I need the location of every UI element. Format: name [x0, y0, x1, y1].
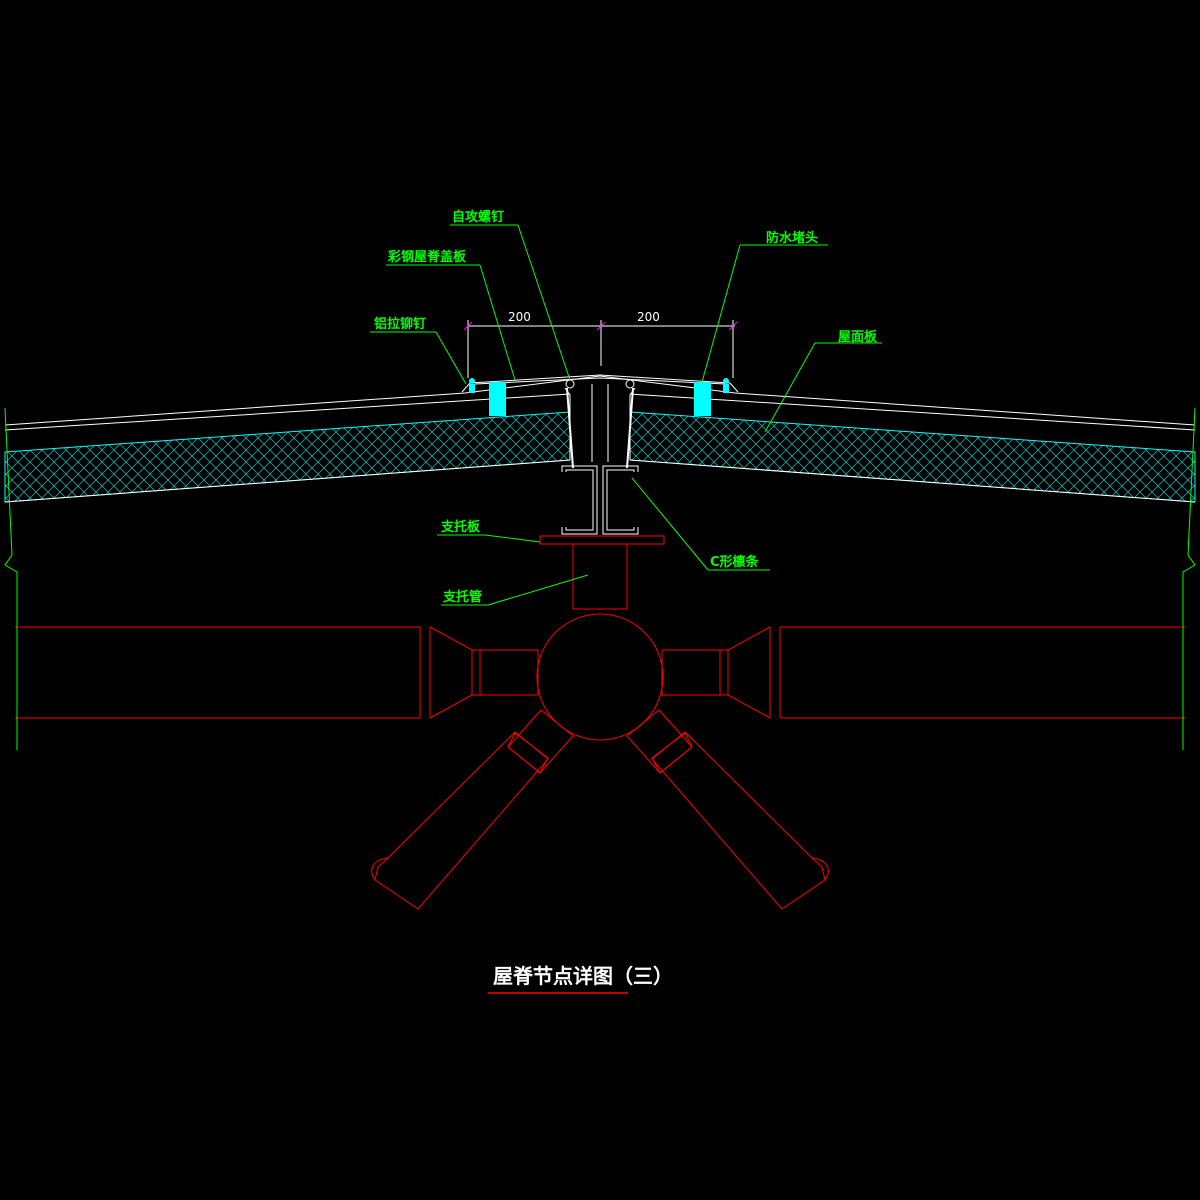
support-tube — [572, 544, 628, 610]
c-purlin-right — [602, 465, 639, 535]
leader-support-plate — [437, 534, 541, 543]
roof-top-sheet-right — [599, 375, 1196, 426]
label-support-plate: 支托板 — [440, 519, 481, 535]
roof-top-sheet-left — [4, 375, 601, 426]
dimension-right: 200 — [637, 310, 660, 324]
dimension-line — [463, 320, 738, 378]
rivet-right — [723, 378, 729, 393]
label-ridge-cover-plate: 彩钢屋脊盖板 — [387, 249, 467, 265]
leader-ridge-cover-plate — [386, 264, 516, 381]
ridge-cover-plate-inner — [474, 377, 726, 385]
drawing-title: 屋脊节点详图（三） — [493, 964, 673, 988]
roof-panel-assembly — [4, 374, 1196, 503]
label-roof-panel: 屋面板 — [838, 329, 878, 345]
label-waterproof-plug: 防水堵头 — [766, 230, 818, 246]
leader-self-tapping-screw — [450, 224, 571, 381]
waterproof-plug-left — [489, 382, 506, 416]
label-c-purlin: C形檩条 — [710, 554, 760, 570]
roof-inner-left — [4, 393, 571, 431]
label-support-tube: 支托管 — [442, 589, 482, 605]
diagonal-left — [371, 709, 574, 910]
c-purlin-left — [561, 465, 598, 535]
support-plate — [539, 535, 665, 545]
chord-left — [15, 626, 539, 719]
waterproof-plug-right — [694, 382, 711, 416]
roof-inner-right — [629, 393, 1196, 431]
insulation-left — [4, 411, 571, 503]
leader-support-tube — [441, 574, 589, 606]
break-line-right — [1182, 407, 1196, 750]
break-line-left — [4, 407, 18, 750]
insulation-right — [629, 411, 1196, 503]
roof-bottom-left — [4, 459, 571, 503]
label-self-tapping-screw: 自攻螺钉 — [452, 209, 504, 225]
leader-aluminum-rivet — [370, 331, 467, 385]
roof-bottom-right — [629, 459, 1196, 503]
bolt-ball — [536, 613, 664, 741]
rivet-left — [469, 378, 475, 393]
chord-right — [661, 626, 1185, 719]
leader-c-purlin — [631, 477, 770, 571]
label-aluminum-rivet: 铝拉铆钉 — [374, 316, 426, 332]
leader-roof-panel — [764, 342, 882, 433]
ridge-cover-plate — [461, 374, 739, 393]
diagonal-right — [626, 709, 829, 910]
screw-right — [625, 379, 635, 469]
leader-waterproof-plug — [701, 244, 828, 383]
dimension-left: 200 — [508, 310, 531, 324]
